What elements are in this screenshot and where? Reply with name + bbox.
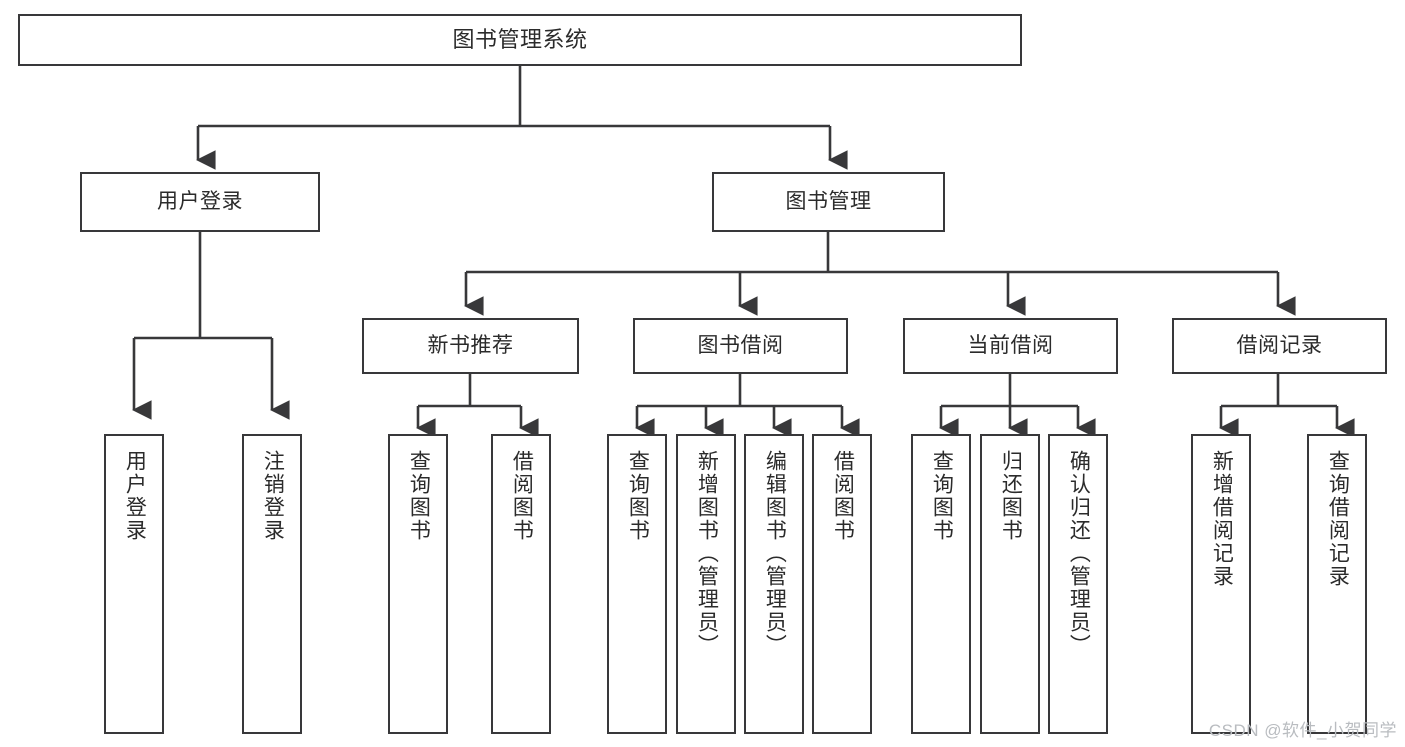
node-root-label: 图书管理系统 <box>452 27 588 53</box>
node-leaf-query-book-2-label: 查询图书 <box>626 450 650 542</box>
node-leaf-borrow-book-2[interactable]: 借阅图书 <box>812 434 872 734</box>
node-leaf-query-book-1[interactable]: 查询图书 <box>388 434 448 734</box>
node-user-login-label: 用户登录 <box>157 189 243 213</box>
node-leaf-borrow-book-2-label: 借阅图书 <box>831 450 855 542</box>
node-leaf-borrow-book-1[interactable]: 借阅图书 <box>491 434 551 734</box>
node-borrow-record-label: 借阅记录 <box>1236 333 1323 357</box>
node-book-borrow-label: 图书借阅 <box>697 333 784 357</box>
node-new-book-recommend[interactable]: 新书推荐 <box>362 318 579 374</box>
node-leaf-query-record-label: 查询借阅记录 <box>1326 450 1350 588</box>
node-leaf-return-book-label: 归还图书 <box>999 450 1023 542</box>
node-leaf-logout-login-label: 注销登录 <box>261 450 285 542</box>
node-leaf-edit-book-label: 编辑图书（管理员） <box>763 450 787 657</box>
node-leaf-return-book[interactable]: 归还图书 <box>980 434 1040 734</box>
node-leaf-user-login-label: 用户登录 <box>123 450 147 542</box>
node-leaf-borrow-book-1-label: 借阅图书 <box>510 450 534 542</box>
node-leaf-logout-login[interactable]: 注销登录 <box>242 434 302 734</box>
node-leaf-add-record[interactable]: 新增借阅记录 <box>1191 434 1251 734</box>
node-leaf-edit-book[interactable]: 编辑图书（管理员） <box>744 434 804 734</box>
node-leaf-add-book[interactable]: 新增图书（管理员） <box>676 434 736 734</box>
node-current-borrow-label: 当前借阅 <box>967 333 1054 357</box>
node-current-borrow[interactable]: 当前借阅 <box>903 318 1118 374</box>
node-leaf-query-record[interactable]: 查询借阅记录 <box>1307 434 1367 734</box>
node-new-book-recommend-label: 新书推荐 <box>427 333 514 357</box>
node-borrow-record[interactable]: 借阅记录 <box>1172 318 1387 374</box>
node-leaf-query-book-2[interactable]: 查询图书 <box>607 434 667 734</box>
node-book-manage-label: 图书管理 <box>785 189 872 213</box>
node-leaf-user-login[interactable]: 用户登录 <box>104 434 164 734</box>
node-leaf-query-book-3-label: 查询图书 <box>930 450 954 542</box>
node-leaf-add-record-label: 新增借阅记录 <box>1210 450 1234 588</box>
node-leaf-add-book-label: 新增图书（管理员） <box>695 450 719 657</box>
node-leaf-confirm-return-label: 确认归还（管理员） <box>1067 450 1091 657</box>
node-user-login[interactable]: 用户登录 <box>80 172 320 232</box>
node-book-borrow[interactable]: 图书借阅 <box>633 318 848 374</box>
node-leaf-query-book-3[interactable]: 查询图书 <box>911 434 971 734</box>
node-book-manage[interactable]: 图书管理 <box>712 172 945 232</box>
node-leaf-confirm-return[interactable]: 确认归还（管理员） <box>1048 434 1108 734</box>
node-root[interactable]: 图书管理系统 <box>18 14 1022 66</box>
node-leaf-query-book-1-label: 查询图书 <box>407 450 431 542</box>
